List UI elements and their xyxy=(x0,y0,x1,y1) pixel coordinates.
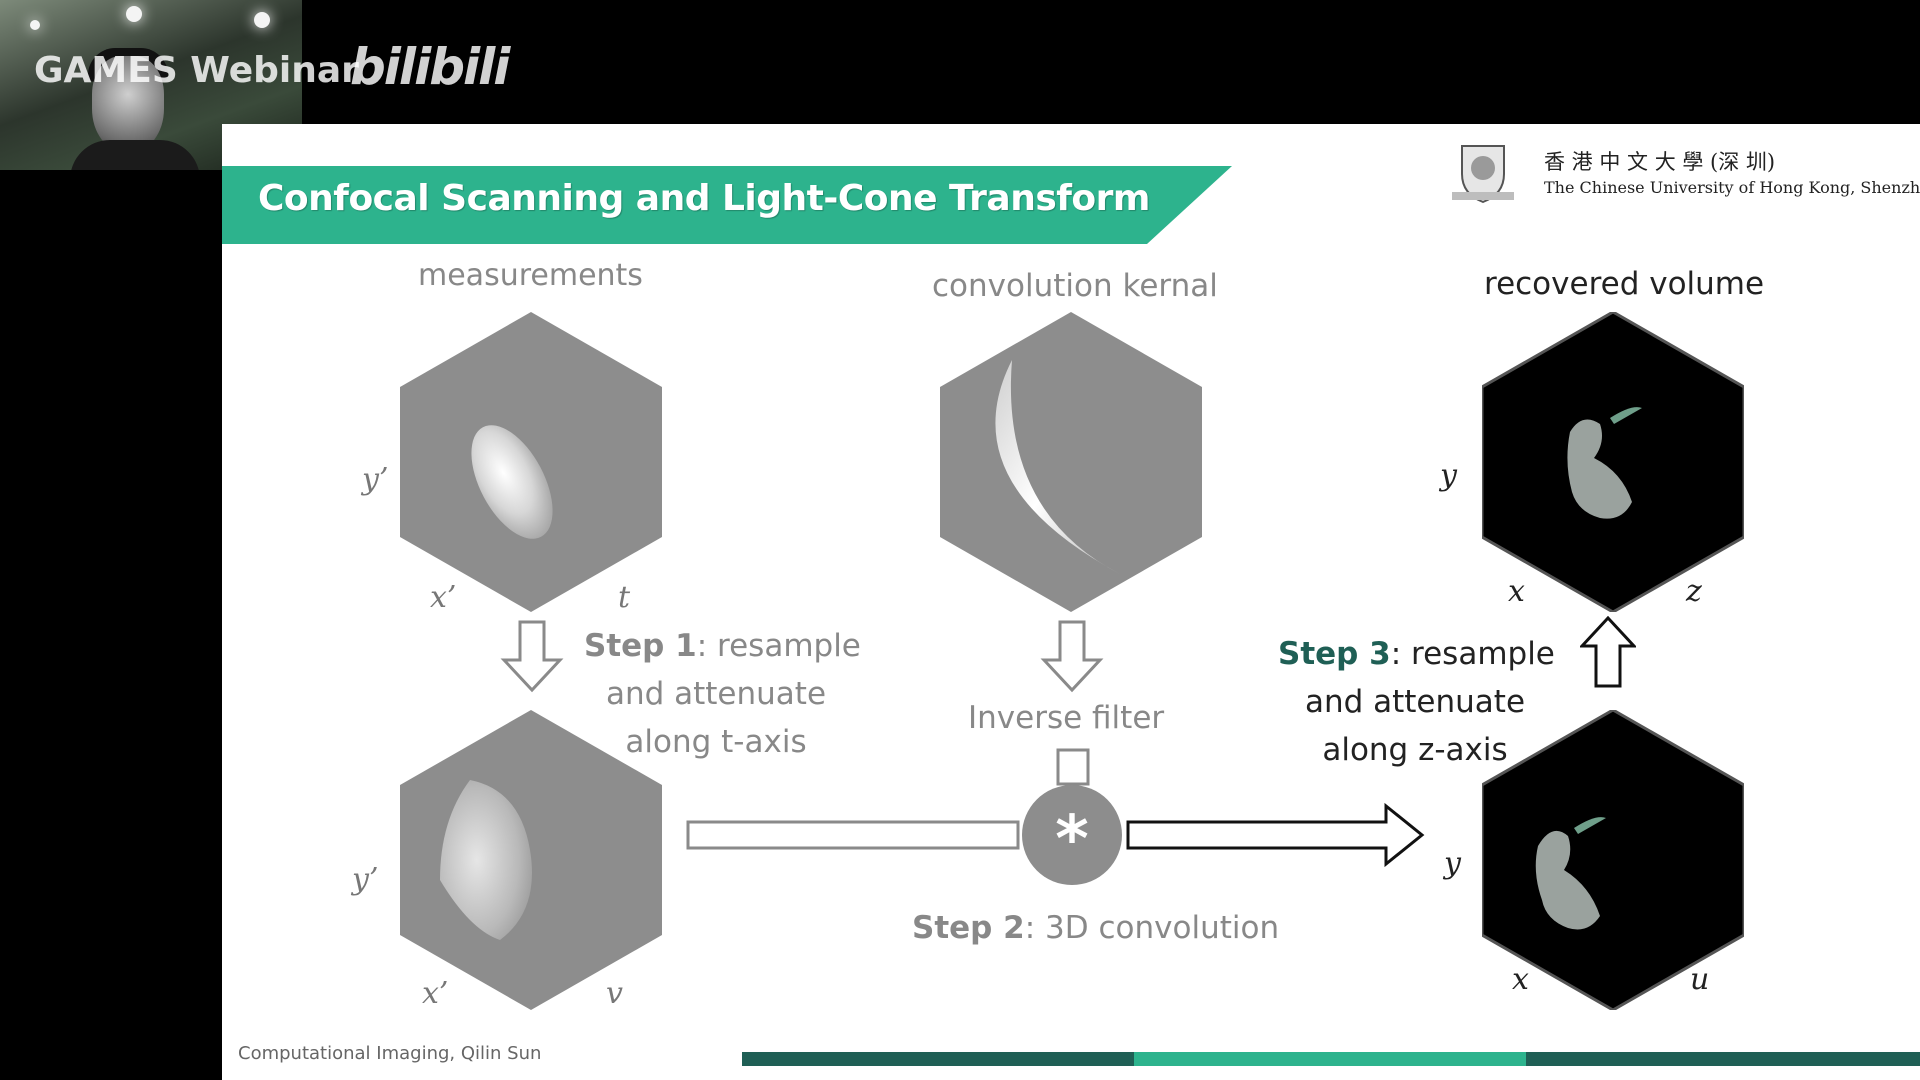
footer-bar-dark xyxy=(742,1052,1134,1066)
resampled-volume-hexagon xyxy=(1482,710,1744,1010)
footer-bar-dark xyxy=(1526,1052,1920,1066)
footer-bar-accent xyxy=(1134,1052,1526,1066)
resampled-measurements-hexagon xyxy=(400,710,662,1010)
presenter-webcam xyxy=(0,0,302,170)
axis-u: u xyxy=(1690,962,1710,997)
recovered-volume-hexagon xyxy=(1482,312,1744,612)
axis-x-prime: x’ xyxy=(430,580,457,615)
down-arrow-icon xyxy=(500,620,564,693)
axis-x-prime-2: x’ xyxy=(422,976,449,1011)
axis-v: v xyxy=(606,976,623,1011)
university-crest-icon xyxy=(1452,145,1514,204)
axis-y-prime-2: y’ xyxy=(352,862,379,897)
presenter-body xyxy=(70,140,200,170)
axis-y: y xyxy=(1440,458,1457,493)
bilibili-logo: bilibili xyxy=(350,38,510,96)
step3-text: : resample xyxy=(1390,636,1555,672)
university-name-en: The Chinese University of Hong Kong, She… xyxy=(1544,178,1920,197)
step3-caption: Step 3: resample and attenuate along z-a… xyxy=(1278,630,1555,774)
axis-x: x xyxy=(1508,574,1525,609)
up-arrow-icon xyxy=(1580,616,1636,688)
title-banner xyxy=(222,166,1232,244)
down-arrow-icon xyxy=(1040,620,1104,693)
step3-line2: and attenuate xyxy=(1304,684,1526,720)
step1-line3: along t-axis xyxy=(625,724,807,760)
convolution-operator: * xyxy=(1055,803,1089,877)
step2-text: : 3D convolution xyxy=(1024,910,1280,946)
step1-text: : resample xyxy=(696,628,861,664)
axis-y-2: y xyxy=(1444,846,1461,881)
ceiling-light xyxy=(30,20,40,30)
slide-footer: Computational Imaging, Qilin Sun xyxy=(238,1043,542,1064)
ceiling-light xyxy=(254,12,270,28)
university-name-cn: 香 港 中 文 大 學 (深 圳) xyxy=(1544,150,1776,174)
step2-title: Step 2 xyxy=(912,910,1025,946)
slide-title: Confocal Scanning and Light-Cone Transfo… xyxy=(258,178,1150,219)
presenter-face xyxy=(92,56,164,152)
axis-t: t xyxy=(618,580,631,615)
step2-caption: Step 2: 3D convolution xyxy=(912,904,1279,952)
step1-caption: Step 1: resample and attenuate along t-a… xyxy=(584,622,861,766)
measurements-hexagon xyxy=(400,312,662,612)
ceiling-light xyxy=(126,6,142,22)
convolution-flow xyxy=(686,748,1425,885)
step3-line3: along z-axis xyxy=(1322,732,1508,768)
axis-x-2: x xyxy=(1512,962,1529,997)
kernel-label: convolution kernal xyxy=(932,268,1218,304)
measurements-label: measurements xyxy=(418,258,643,293)
step1-title: Step 1 xyxy=(584,628,697,664)
recovered-volume-label: recovered volume xyxy=(1484,266,1765,302)
axis-z: z xyxy=(1686,574,1702,609)
kernel-hexagon xyxy=(940,312,1202,612)
step3-title: Step 3 xyxy=(1278,636,1391,672)
step1-line2: and attenuate xyxy=(605,676,827,712)
axis-y-prime: y’ xyxy=(362,462,389,497)
webinar-watermark: GAMES Webinar xyxy=(34,50,359,91)
inverse-filter-label: Inverse filter xyxy=(968,700,1165,736)
